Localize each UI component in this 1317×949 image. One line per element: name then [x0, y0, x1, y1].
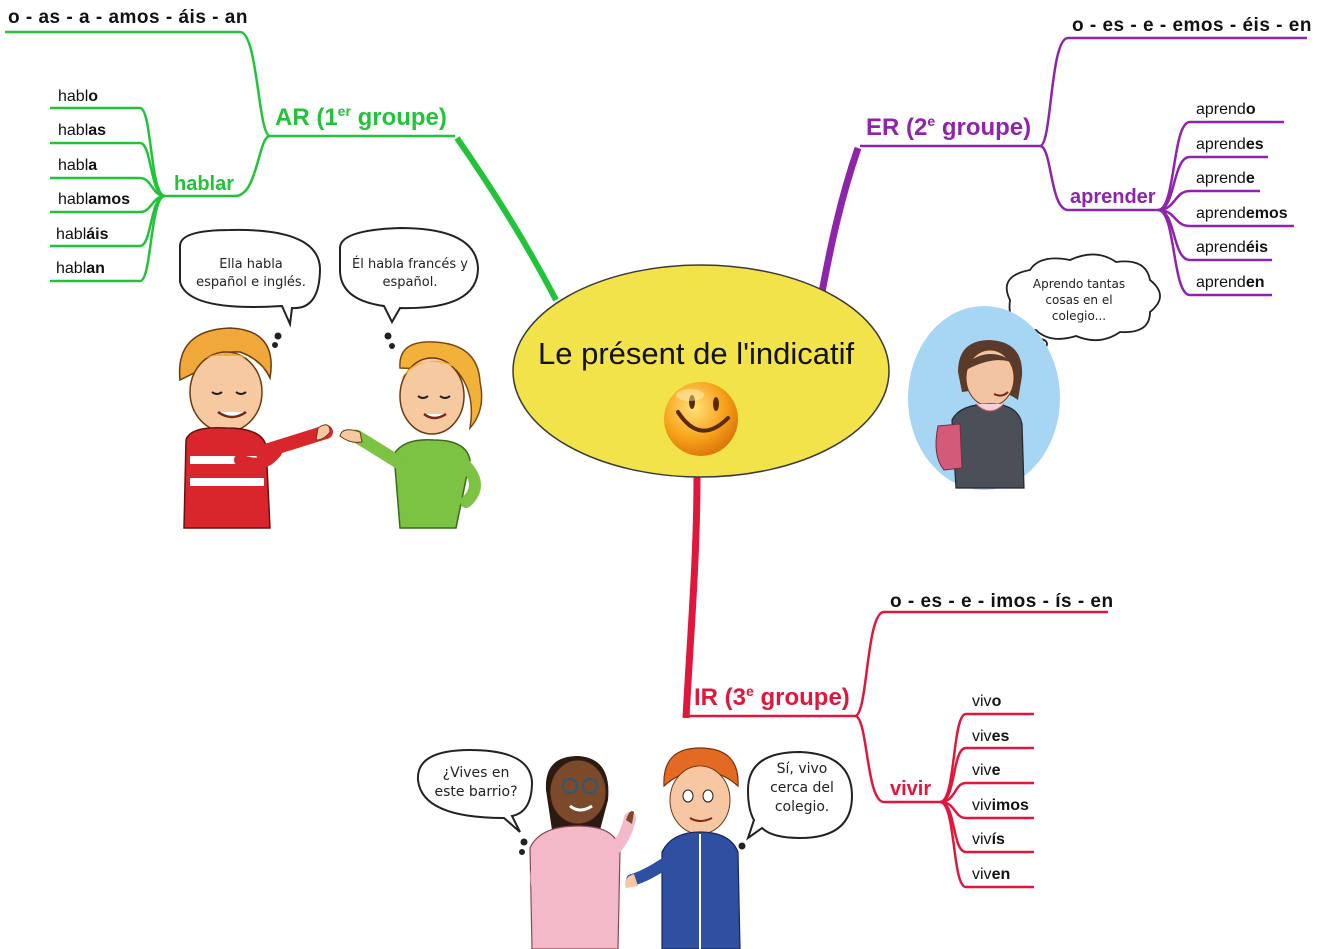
ir-ending-2: es	[991, 728, 1010, 745]
ar-bubble-left-text: Ella habla español e inglés.	[196, 257, 306, 290]
er-ending-1: o	[1245, 101, 1256, 118]
er-branch-label: ER (2e groupe)	[866, 113, 1032, 141]
ar-trunk	[454, 136, 559, 302]
ir-verb: vivir	[890, 778, 932, 800]
ar-label-text: AR (1	[275, 104, 338, 131]
ar-branch-lines	[5, 30, 455, 283]
student-girl-illustration	[908, 306, 1060, 490]
ar-ending-4: amos	[88, 191, 131, 208]
er-stem-5: aprend	[1196, 239, 1246, 256]
er-bubble-text: Aprendo tantas cosas en el colegio...	[1032, 277, 1126, 324]
er-trunk	[818, 146, 862, 293]
ir-stem-6: viv	[972, 866, 992, 883]
ir-form-1: vivo	[972, 694, 1001, 710]
ir-bubble-right-text: Sí, vivo cerca del colegio.	[770, 761, 834, 815]
er-label-text: ER (2	[866, 114, 928, 141]
er-ending-4: emos	[1245, 205, 1288, 222]
ar-stem-3: habl	[58, 157, 89, 174]
ir-stem-2: viv	[972, 728, 992, 745]
ir-label-text: IR (3	[694, 684, 747, 711]
ir-ending-1: o	[991, 693, 1002, 710]
er-form-3: aprende	[1196, 171, 1255, 187]
ir-label-sup: e	[746, 683, 754, 699]
er-form-2: aprendes	[1196, 137, 1264, 153]
er-endings: o - es - e - emos - éis - en	[1072, 15, 1312, 36]
ir-branch-lines	[686, 610, 1108, 889]
ir-label-end: groupe)	[753, 684, 850, 711]
ar-branch-label: AR (1er groupe)	[275, 103, 447, 131]
ar-form-4: hablamos	[58, 192, 130, 208]
ir-stem-3: viv	[972, 762, 992, 779]
ar-verb: hablar	[174, 173, 235, 195]
ir-stem-5: viv	[972, 831, 992, 848]
ir-form-6: viven	[972, 867, 1010, 883]
er-form-1: aprendo	[1196, 102, 1256, 118]
er-label-end: groupe)	[935, 114, 1032, 141]
ir-trunk	[682, 475, 701, 719]
ar-label-end: groupe)	[350, 104, 447, 131]
er-ending-6: en	[1245, 274, 1265, 291]
smiley-icon	[664, 382, 738, 456]
er-verb: aprender	[1070, 186, 1156, 208]
ir-ending-3: e	[991, 762, 1001, 779]
ar-bubble-right-text: Él habla francés y español.	[352, 257, 468, 290]
girl-with-glasses-illustration	[529, 756, 636, 949]
ar-form-3: habla	[58, 158, 97, 174]
ir-bubble-left-text: ¿Vives en este barrio?	[434, 765, 518, 800]
redhead-boy-illustration	[625, 747, 741, 949]
er-stem-6: aprend	[1196, 274, 1246, 291]
ir-stem-1: viv	[972, 693, 992, 710]
ar-stem-5: habl	[56, 226, 87, 243]
ir-ending-5: ís	[991, 831, 1005, 848]
ir-speech-bubbles	[416, 748, 854, 855]
ir-endings: o - es - e - imos - ís - en	[890, 591, 1114, 612]
ar-speech-bubbles	[179, 226, 480, 349]
center-ellipse	[512, 264, 890, 478]
er-branch-lines	[860, 36, 1307, 297]
ir-ending-4: imos	[991, 797, 1029, 814]
ir-branch-label: IR (3e groupe)	[694, 683, 850, 711]
ar-stem-6: habl	[56, 260, 87, 277]
ar-label-sup: er	[337, 103, 351, 119]
er-form-5: aprendéis	[1196, 240, 1268, 256]
ir-form-4: vivimos	[972, 798, 1029, 814]
er-form-4: aprendemos	[1196, 206, 1288, 222]
er-stem-1: aprend	[1196, 101, 1246, 118]
girl-illustration	[339, 341, 483, 529]
ar-endings: o - as - a - amos - áis - an	[8, 7, 248, 28]
er-ending-5: éis	[1245, 239, 1269, 256]
ir-form-2: vives	[972, 729, 1009, 745]
er-stem-4: aprend	[1196, 205, 1246, 222]
ir-ending-6: en	[991, 866, 1011, 883]
ir-form-5: vivís	[972, 832, 1005, 848]
ar-ending-3: a	[88, 157, 98, 174]
er-label-sup: e	[927, 113, 936, 129]
ar-form-5: habláis	[56, 227, 109, 243]
ir-form-3: vive	[972, 763, 1000, 779]
ar-stem-2: habl	[58, 122, 89, 139]
ar-form-2: hablas	[58, 123, 106, 139]
boy-illustration	[178, 327, 333, 529]
ar-stem-4: habl	[58, 191, 89, 208]
ar-ending-2: as	[88, 122, 107, 139]
ar-form-1: hablo	[58, 89, 98, 105]
ir-stem-4: viv	[972, 797, 992, 814]
er-stem-2: aprend	[1196, 136, 1246, 153]
er-form-6: aprenden	[1196, 275, 1265, 291]
ar-form-6: hablan	[56, 261, 105, 277]
center-title: Le présent de l'indicatif	[538, 336, 855, 371]
er-stem-3: aprend	[1196, 170, 1246, 187]
ar-ending-6: an	[86, 260, 105, 277]
ar-stem-1: habl	[58, 88, 89, 105]
er-ending-3: e	[1245, 170, 1255, 187]
er-ending-2: es	[1245, 136, 1264, 153]
ar-ending-1: o	[88, 88, 99, 105]
ar-ending-5: áis	[86, 226, 109, 243]
